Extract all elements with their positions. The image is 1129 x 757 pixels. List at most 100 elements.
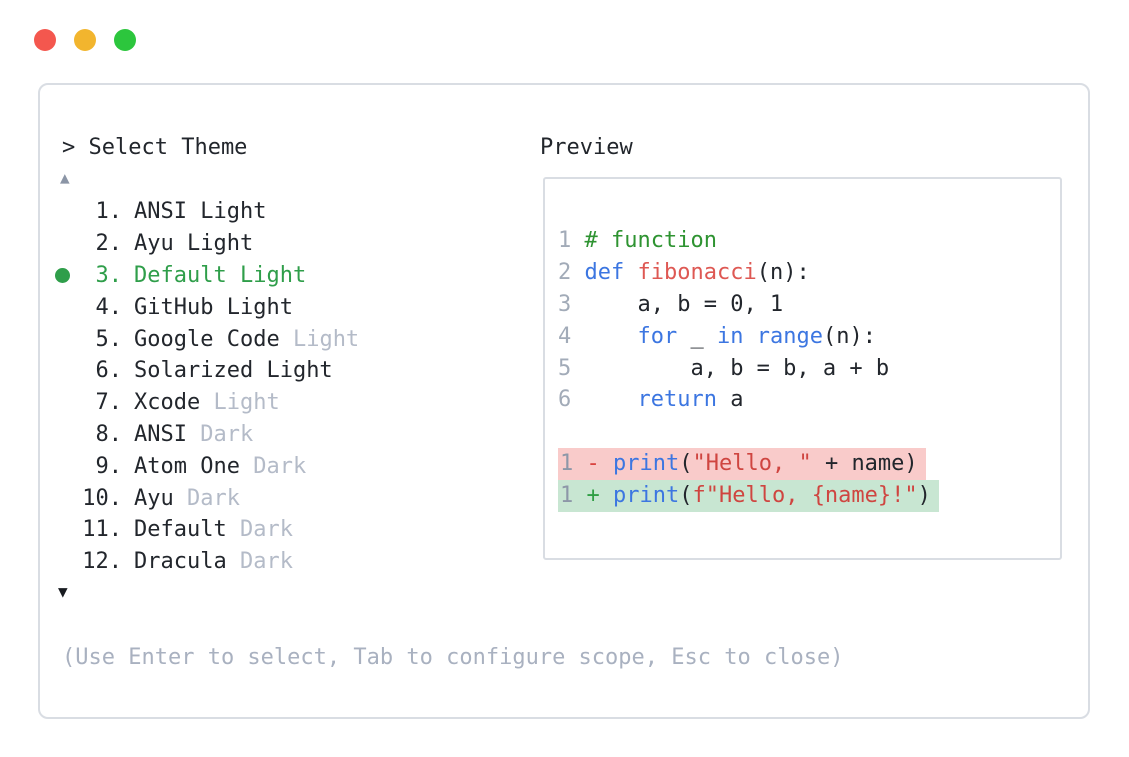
theme-name: Dracula	[134, 549, 240, 575]
theme-variant: Dark	[200, 421, 254, 447]
zoom-button[interactable]	[114, 29, 136, 51]
theme-number: 8.	[95, 421, 123, 447]
line-number: 4	[558, 323, 585, 349]
theme-variant: Light	[213, 390, 280, 416]
diff-chip-added: 1 + print(f"Hello, {name}!")	[558, 479, 939, 512]
code-token	[585, 324, 638, 349]
theme-number: 10.	[82, 485, 122, 511]
code-token	[585, 387, 638, 412]
preview-title: Preview	[540, 135, 633, 160]
code-line: 1 # function	[558, 225, 1060, 257]
select-theme-prompt: > Select Theme	[62, 135, 248, 160]
code-token: _	[677, 323, 717, 349]
code-token: fibonacci	[637, 260, 757, 286]
theme-number: 11.	[82, 517, 122, 543]
theme-picker-panel: > Select Theme ▲ 1. ANSI Light 2. Ayu Light…	[38, 83, 1090, 719]
theme-name: Atom One	[134, 453, 254, 479]
theme-number: 9.	[95, 453, 123, 479]
theme-name: Solarized	[134, 358, 267, 384]
theme-item[interactable]: 5. Google Code Light	[55, 323, 360, 355]
theme-name: Default	[134, 262, 240, 288]
code-token: (	[679, 450, 693, 476]
theme-name: Google Code	[134, 326, 293, 352]
code-line: 4 for _ in range(n):	[558, 321, 1060, 353]
code-line-blank	[558, 416, 1060, 448]
code-token: "Hello, "	[692, 450, 812, 476]
theme-number: 1.	[95, 199, 123, 225]
diff-line-added: 1 + print(f"Hello, {name}!")	[558, 479, 1060, 512]
theme-name: GitHub	[134, 294, 227, 320]
code-token: in	[716, 323, 744, 349]
theme-item[interactable]: 6. Solarized Light	[55, 355, 359, 387]
code-token: for	[637, 323, 678, 349]
theme-name: Ayu	[134, 485, 187, 511]
theme-number: 3.	[95, 262, 123, 288]
code-token: # function	[584, 228, 717, 254]
line-number: 1	[560, 450, 587, 476]
theme-name: Xcode	[134, 390, 214, 416]
theme-number: 6.	[95, 358, 123, 384]
theme-name: Default	[134, 517, 240, 543]
theme-item[interactable]: 12. Dracula Dark	[55, 546, 359, 578]
code-token	[743, 324, 756, 349]
theme-variant: Light	[226, 294, 293, 320]
code-token: a, b = b, a + b	[584, 355, 890, 381]
line-number: 5	[558, 355, 585, 381]
theme-item[interactable]: 7. Xcode Light	[55, 387, 359, 419]
theme-variant: Dark	[239, 549, 293, 575]
theme-name: ANSI	[134, 421, 201, 447]
theme-item[interactable]: 11. Default Dark	[55, 514, 359, 546]
close-button[interactable]	[34, 29, 56, 51]
theme-item[interactable]: 1. ANSI Light	[55, 196, 359, 228]
diff-sign: -	[586, 450, 613, 476]
theme-item[interactable]: 8. ANSI Dark	[55, 419, 359, 451]
theme-variant: Dark	[186, 485, 240, 511]
minimize-button[interactable]	[74, 29, 96, 51]
theme-item[interactable]: 10. Ayu Dark	[55, 482, 359, 514]
theme-number: 4.	[95, 294, 123, 320]
line-number: 6	[558, 387, 585, 413]
theme-name: ANSI	[134, 199, 201, 225]
code-token: range	[756, 323, 823, 349]
theme-item[interactable]: 9. Atom One Dark	[55, 450, 359, 482]
theme-variant: Light	[292, 326, 360, 352]
code-token: (n):	[822, 323, 876, 349]
line-number: 1	[560, 482, 587, 508]
code-token: print	[613, 450, 680, 476]
diff-line-removed: 1 - print("Hello, " + name)	[558, 447, 1060, 480]
theme-variant: Dark	[239, 517, 293, 543]
theme-number: 12.	[82, 549, 122, 575]
line-number: 3	[558, 292, 585, 317]
code-token: )	[917, 482, 931, 508]
theme-variant: Light	[186, 231, 254, 257]
theme-variant: Dark	[253, 453, 307, 479]
theme-name: Ayu	[134, 231, 187, 257]
selected-indicator-slot	[55, 267, 82, 283]
code-line: 2 def fibonacci(n):	[558, 257, 1060, 289]
code-token: def	[584, 260, 625, 286]
diff-chip-removed: 1 - print("Hello, " + name)	[558, 447, 926, 480]
code-line: 6 return a	[558, 384, 1060, 416]
code-token: print	[613, 482, 680, 508]
theme-item[interactable]: 4. GitHub Light	[55, 291, 359, 323]
code-token: f"Hello, {name}!"	[692, 482, 918, 508]
theme-variant: Light	[266, 358, 333, 384]
theme-item[interactable]: 2. Ayu Light	[55, 228, 359, 260]
scroll-up-icon[interactable]: ▲	[60, 168, 70, 187]
theme-number: 5.	[95, 326, 123, 352]
code-token: (n):	[756, 260, 810, 286]
theme-variant: Light	[200, 199, 267, 225]
diff-sign: +	[586, 482, 613, 508]
scroll-down-icon[interactable]: ▼	[58, 582, 68, 601]
theme-number: 2.	[95, 231, 123, 257]
window-controls	[34, 29, 136, 51]
code-line: 3 a, b = 0, 1	[558, 289, 1060, 321]
theme-number: 7.	[95, 390, 123, 416]
theme-item[interactable]: 3.Default Light	[55, 260, 359, 292]
code-token: return	[637, 387, 717, 413]
line-number: 1	[558, 228, 585, 254]
code-token: a, b = 0, 1	[584, 292, 784, 317]
code-token	[624, 260, 637, 285]
